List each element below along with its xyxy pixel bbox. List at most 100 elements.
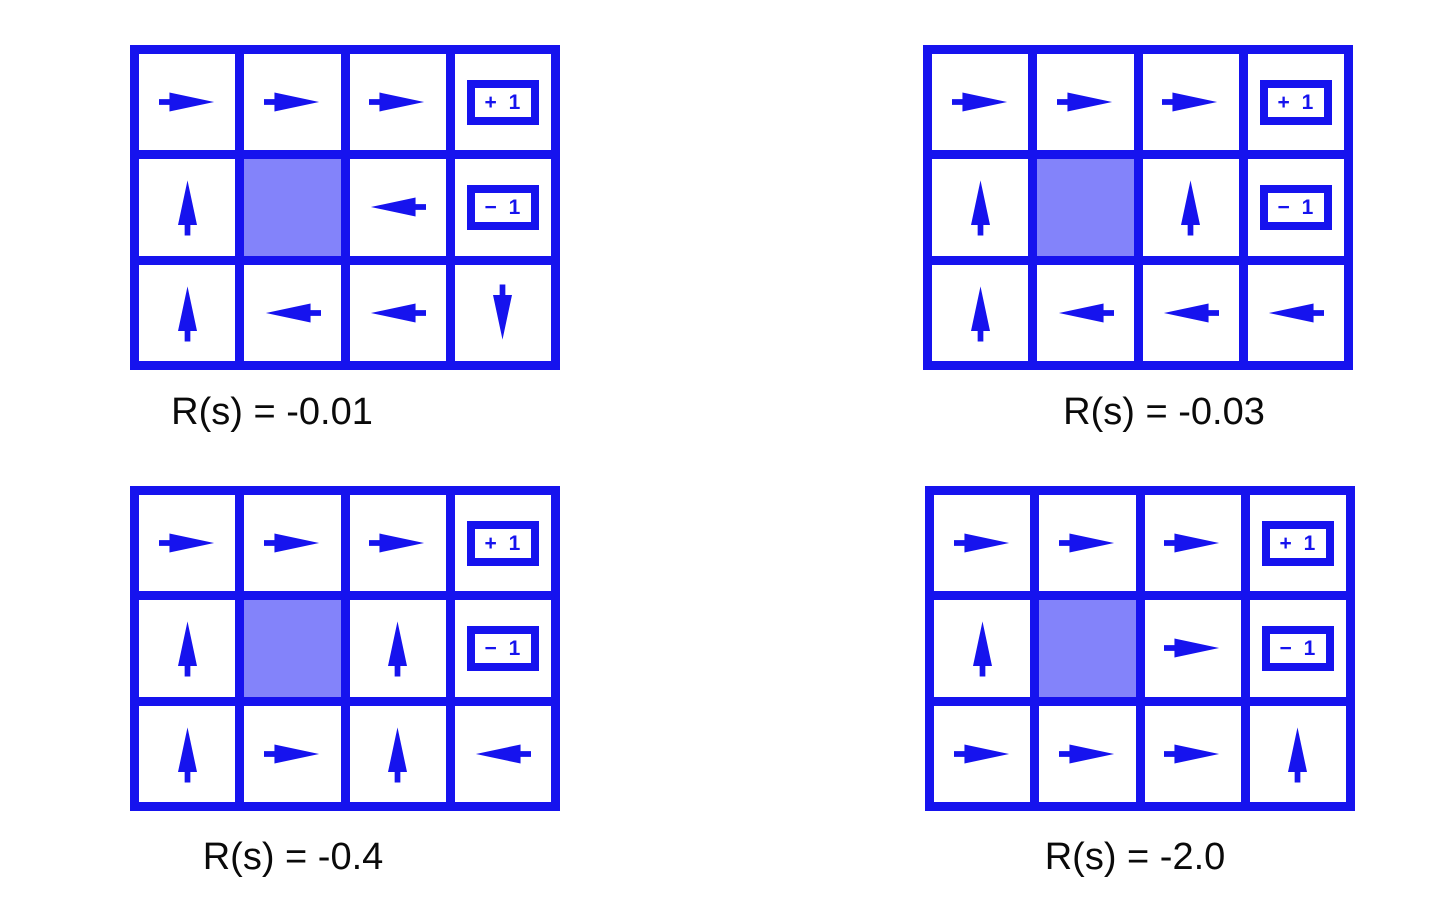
policy-figure-r-0-03: + 1 − 1 R(s) = -0.03 <box>923 45 1353 455</box>
policy-cell <box>454 705 551 802</box>
policy-cell <box>1249 705 1346 802</box>
arrow-right-icon <box>263 533 319 553</box>
arrow-right-icon <box>953 744 1009 764</box>
blocked-cell <box>1037 159 1134 256</box>
blocked-cell <box>244 600 341 697</box>
policy-figure-r-2-0: + 1 − 1 R(s) = -2.0 <box>925 486 1355 896</box>
policy-cell <box>934 495 1031 592</box>
policy-cell <box>1142 159 1239 256</box>
arrow-right-icon <box>369 92 425 112</box>
policy-cell <box>139 54 236 151</box>
policy-cell <box>244 264 341 361</box>
policy-cell: + 1 <box>1247 54 1344 151</box>
policy-cell: − 1 <box>454 159 551 256</box>
policy-cell <box>932 264 1029 361</box>
arrow-up-icon <box>970 286 990 342</box>
arrow-right-icon <box>1056 92 1112 112</box>
policy-cell <box>1142 264 1239 361</box>
policy-cell <box>139 264 236 361</box>
arrow-up-icon <box>1181 180 1201 236</box>
arrow-right-icon <box>1058 533 1114 553</box>
arrow-right-icon <box>1164 638 1220 658</box>
policy-cell <box>139 705 236 802</box>
policy-figure-r-0-4: + 1 − 1 R(s) = -0.4 <box>130 486 560 896</box>
arrow-right-icon <box>158 533 214 553</box>
arrow-up-icon <box>388 727 408 783</box>
policy-cell <box>1037 264 1134 361</box>
policy-cell: + 1 <box>454 54 551 151</box>
arrow-right-icon <box>1164 533 1220 553</box>
policy-cell <box>139 159 236 256</box>
arrow-left-icon <box>265 303 321 323</box>
arrow-left-icon <box>1164 303 1220 323</box>
policy-cell <box>1037 54 1134 151</box>
policy-cell <box>1039 495 1136 592</box>
blocked-cell <box>244 159 341 256</box>
policy-cell: + 1 <box>454 495 551 592</box>
policy-cell <box>1144 600 1241 697</box>
policy-cell <box>1144 705 1241 802</box>
reward-label: R(s) = -2.0 <box>1044 836 1226 878</box>
arrow-left-icon <box>476 744 532 764</box>
reward-label: R(s) = -0.4 <box>202 836 384 878</box>
policy-cell <box>1247 264 1344 361</box>
policy-cell <box>934 600 1031 697</box>
arrow-up-icon <box>177 180 197 236</box>
arrow-right-icon <box>1164 744 1220 764</box>
terminal-minus-one: − 1 <box>1259 184 1332 230</box>
policy-cell <box>932 54 1029 151</box>
policy-cell <box>349 54 446 151</box>
terminal-plus-one: + 1 <box>1259 79 1332 125</box>
policy-grid: + 1 − 1 <box>130 486 560 811</box>
policy-grid: + 1 − 1 <box>130 45 560 370</box>
arrow-right-icon <box>1058 744 1114 764</box>
policy-grid: + 1 − 1 <box>925 486 1355 811</box>
policy-cell <box>244 495 341 592</box>
arrow-right-icon <box>263 744 319 764</box>
terminal-minus-one: − 1 <box>466 625 539 671</box>
arrow-up-icon <box>970 180 990 236</box>
blocked-cell <box>1039 600 1136 697</box>
policy-figure-r-0-01: + 1 − 1 R(s) = -0.01 <box>130 45 560 455</box>
policy-cell: + 1 <box>1249 495 1346 592</box>
policy-cell <box>934 705 1031 802</box>
policy-cell: − 1 <box>1247 159 1344 256</box>
arrow-down-icon <box>493 284 513 340</box>
arrow-right-icon <box>1162 92 1218 112</box>
arrow-up-icon <box>177 727 197 783</box>
terminal-plus-one: + 1 <box>1261 520 1334 566</box>
policy-cell <box>244 705 341 802</box>
policy-cell <box>454 264 551 361</box>
terminal-minus-one: − 1 <box>1261 625 1334 671</box>
policy-cell <box>349 495 446 592</box>
arrow-left-icon <box>371 303 427 323</box>
arrow-up-icon <box>972 621 992 677</box>
terminal-plus-one: + 1 <box>466 520 539 566</box>
arrow-left-icon <box>1058 303 1114 323</box>
arrow-up-icon <box>388 621 408 677</box>
reward-label: R(s) = -0.03 <box>1063 391 1265 433</box>
policy-cell <box>932 159 1029 256</box>
arrow-up-icon <box>177 286 197 342</box>
reward-label: R(s) = -0.01 <box>171 391 373 433</box>
policy-cell <box>349 264 446 361</box>
policy-cell <box>1142 54 1239 151</box>
terminal-plus-one: + 1 <box>466 79 539 125</box>
policy-cell <box>349 159 446 256</box>
policy-cell <box>139 600 236 697</box>
arrow-right-icon <box>369 533 425 553</box>
policy-cell <box>349 600 446 697</box>
policy-grid: + 1 − 1 <box>923 45 1353 370</box>
terminal-minus-one: − 1 <box>466 184 539 230</box>
arrow-up-icon <box>177 621 197 677</box>
policy-cell <box>139 495 236 592</box>
policy-cell: − 1 <box>1249 600 1346 697</box>
arrow-left-icon <box>1269 303 1325 323</box>
policy-cell <box>244 54 341 151</box>
arrow-right-icon <box>953 533 1009 553</box>
arrow-up-icon <box>1288 727 1308 783</box>
policy-cell <box>1039 705 1136 802</box>
arrow-right-icon <box>951 92 1007 112</box>
arrow-left-icon <box>371 197 427 217</box>
arrow-right-icon <box>158 92 214 112</box>
